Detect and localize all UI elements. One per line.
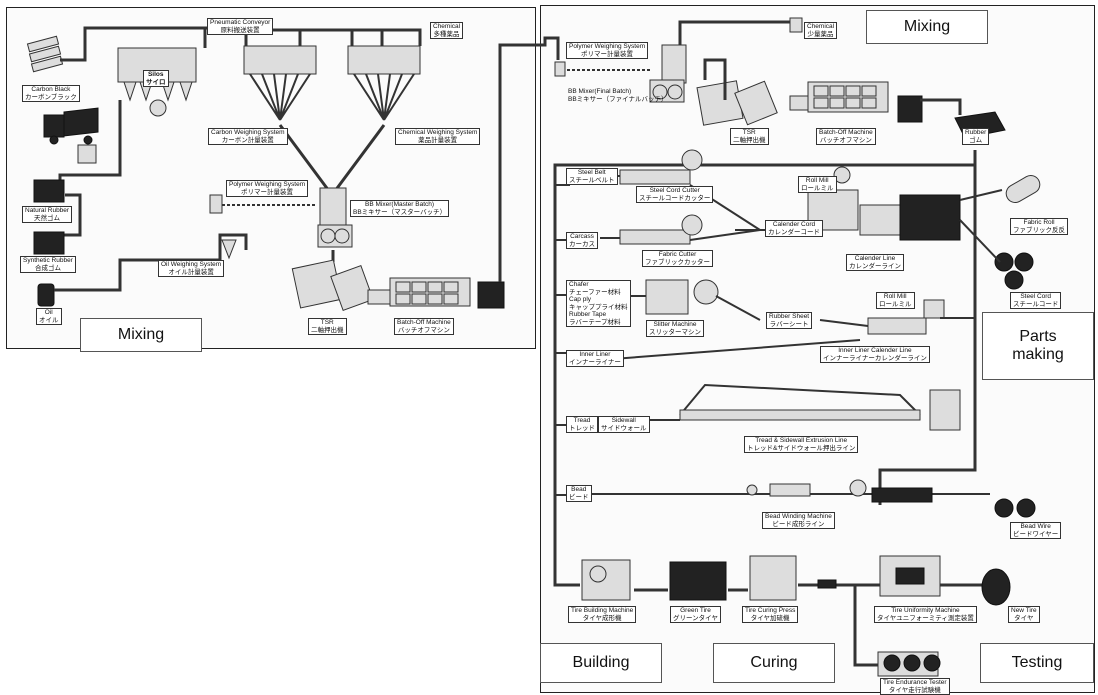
chemical-line-right bbox=[680, 22, 800, 50]
batch-off-left-shape bbox=[368, 278, 504, 308]
stage-curing: Curing bbox=[713, 643, 835, 683]
stage-mixing-left: Mixing bbox=[80, 318, 202, 352]
stage-building: Building bbox=[540, 643, 662, 683]
tsr-left-shape bbox=[292, 260, 373, 310]
bb-mixer-left-shape bbox=[318, 188, 352, 247]
bb-mixer-left-label: BB Mixer(Master Batch)BBミキサー（マスターバッチ） bbox=[350, 200, 449, 217]
polymer-weighing-right-shape bbox=[555, 62, 565, 76]
curing-press-shape bbox=[750, 556, 796, 600]
stage-testing: Testing bbox=[980, 643, 1094, 683]
stage-mixing-right: Mixing bbox=[866, 10, 988, 44]
truck-shape bbox=[44, 108, 98, 144]
tire-building-shape bbox=[582, 560, 630, 600]
endurance-tester-shape bbox=[878, 652, 940, 676]
left-to-right-line bbox=[500, 38, 558, 282]
hopper-shape bbox=[78, 145, 96, 163]
green-tire-shape bbox=[670, 562, 726, 600]
extrusion-line-shape bbox=[600, 385, 960, 430]
steel-cord-spools-shape bbox=[995, 253, 1033, 289]
oil-barrel-shape bbox=[38, 284, 54, 306]
tsr-right-shape bbox=[697, 81, 777, 125]
batch-off-right-shape bbox=[790, 82, 922, 122]
carbon-black-bags-shape bbox=[27, 36, 62, 71]
fabric-roll-shape bbox=[1003, 172, 1043, 206]
polymer-weighing-shape bbox=[210, 195, 222, 213]
carbon-hoppers-shape bbox=[244, 46, 420, 120]
stage-parts-making: Parts making bbox=[982, 312, 1094, 380]
new-tire-shape bbox=[982, 569, 1010, 605]
uniformity-machine-shape bbox=[880, 556, 940, 596]
bb-mixer-right-label: BB Mixer(Final Batch)BBミキサー（ファイナルバッチ） bbox=[566, 88, 670, 103]
oil-weighing-shape bbox=[222, 240, 236, 258]
synthetic-rubber-block bbox=[34, 232, 64, 254]
natural-rubber-block bbox=[34, 180, 64, 202]
chemical-right-shape bbox=[790, 18, 802, 32]
